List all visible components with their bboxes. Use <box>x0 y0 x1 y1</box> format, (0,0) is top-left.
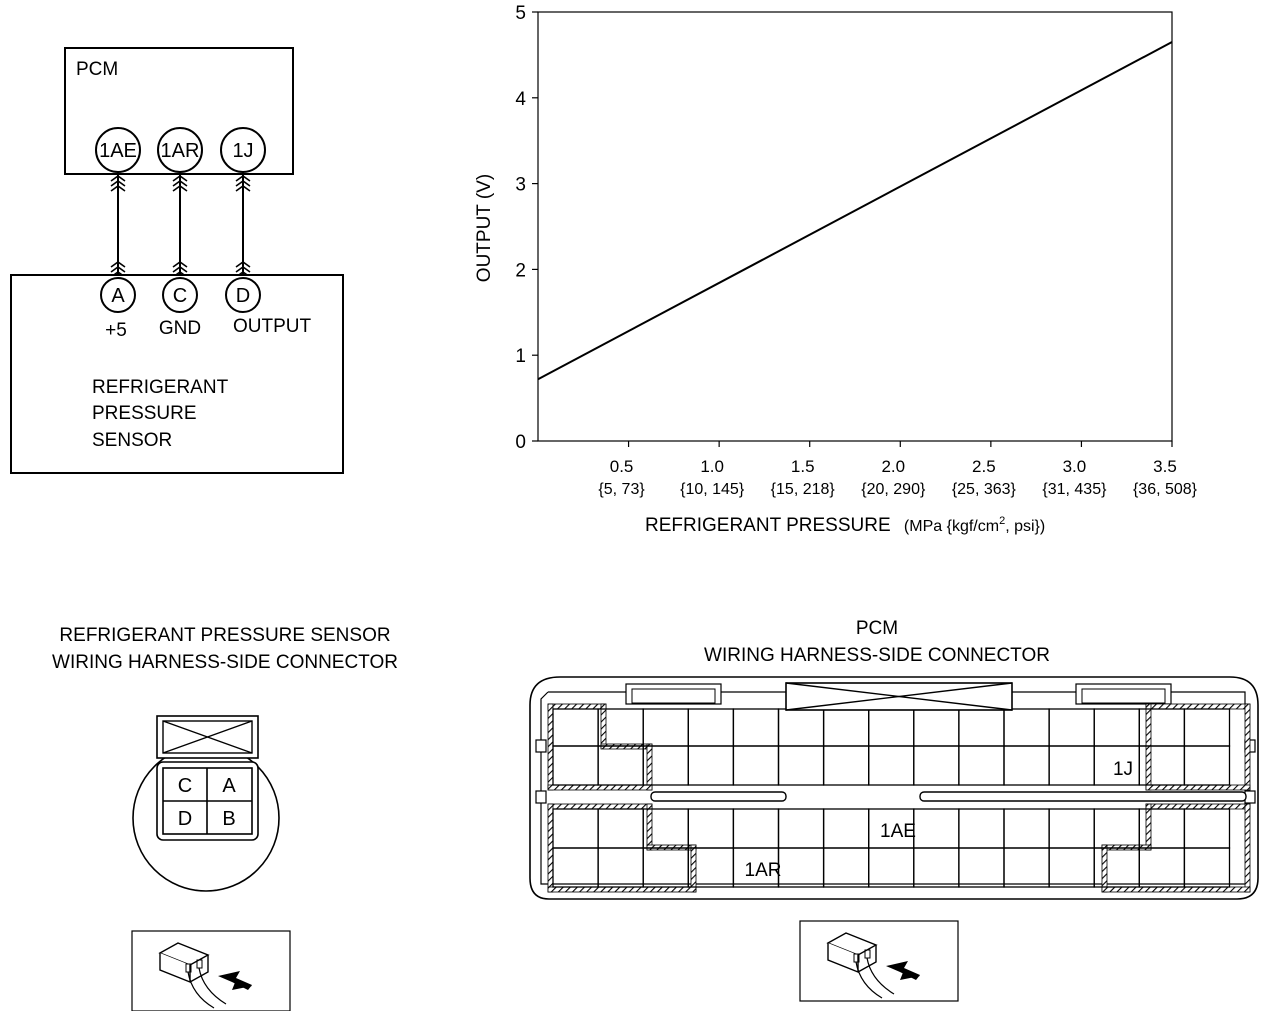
connector-view-direction-icon <box>131 930 291 1011</box>
x-tick-label: 3.5 <box>1153 457 1177 476</box>
pcm-pin-cell <box>1183 847 1231 888</box>
x-tick-sublabel: {20, 290} <box>861 481 926 498</box>
sensor-pin-c: C <box>178 775 192 797</box>
sensor-terminal-d: D <box>225 277 261 313</box>
pcm-connector-title-line2: WIRING HARNESS-SIDE CONNECTOR <box>704 645 1050 666</box>
sensor-pin-b: B <box>222 808 235 830</box>
pcm-terminal-1ae: 1AE <box>95 127 141 173</box>
x-tick-sublabel: {5, 73} <box>598 481 645 498</box>
x-tick-sublabel: {10, 145} <box>680 481 745 498</box>
x-tick-label: 1.5 <box>791 457 815 476</box>
x-tick-label: 2.0 <box>881 457 905 476</box>
sensor-terminal-d-label: D <box>236 285 250 307</box>
x-tick-label: 1.0 <box>700 457 724 476</box>
x-axis-label: REFRIGERANT PRESSURE (MPa {kgf/cm2, psi}… <box>645 515 1045 536</box>
pcm-hatched-frame <box>1145 803 1251 810</box>
x-axis-units-sup: 2 <box>999 515 1005 527</box>
pcm-hatched-frame <box>1101 886 1251 893</box>
pcm-hatched-frame <box>547 886 697 893</box>
connector-view-direction-icon <box>799 920 959 1002</box>
sensor-terminal-a-label: A <box>111 285 125 307</box>
pcm-pin-cell <box>1183 745 1231 786</box>
pcm-terminal-1ae-label: 1AE <box>99 140 137 162</box>
output-voltage-line <box>537 41 1173 381</box>
pcm-hatched-frame <box>690 844 697 893</box>
terminal-function-gnd: GND <box>159 318 201 339</box>
chart-ticks: 0 1 2 3 4 5 0.5 {5, 73} 1.0 {10, 145} 1.5 {15, 218}… <box>515 3 1197 498</box>
y-tick-label: 0 <box>515 432 526 453</box>
y-tick-label: 5 <box>515 3 526 24</box>
y-tick-label: 1 <box>515 346 526 367</box>
pcm-connector-outline <box>529 676 1259 900</box>
pcm-terminal-1j: 1J <box>220 127 266 173</box>
pcm-hatched-frame <box>1244 803 1251 893</box>
pcm-pin-label-1j: 1J <box>1113 759 1133 780</box>
sensor-connector-title-line2: WIRING HARNESS-SIDE CONNECTOR <box>52 652 398 673</box>
pcm-hatched-frame <box>600 703 607 749</box>
x-tick-sublabel: {15, 218} <box>771 481 836 498</box>
output-chart: 0 1 2 3 4 5 0.5 {5, 73} 1.0 {10, 145} 1.5 {15, 218}… <box>474 3 1198 536</box>
x-tick-sublabel: {36, 508} <box>1133 481 1198 498</box>
pcm-hatched-frame <box>547 703 554 791</box>
sensor-pin-a: A <box>222 775 236 797</box>
sensor-name-line1: REFRIGERANT <box>92 377 229 398</box>
pcm-pin-label-1ae: 1AE <box>880 821 916 842</box>
x-axis-units-end: , psi}) <box>1005 518 1045 535</box>
y-axis-label: OUTPUT (V) <box>474 174 495 282</box>
sensor-terminal-c: C <box>162 277 198 313</box>
sensor-terminal-a: A <box>100 277 136 313</box>
pcm-hatched-frame <box>1145 803 1152 851</box>
sensor-terminal-c-label: C <box>173 285 187 307</box>
chart-lines <box>537 41 1173 381</box>
sensor-name-line2: PRESSURE <box>92 403 197 424</box>
x-axis-label-main: REFRIGERANT PRESSURE <box>645 515 891 536</box>
wiring-schematic: PCM 1AE 1AR 1J <box>10 47 344 474</box>
pcm-label: PCM <box>76 59 118 80</box>
pcm-hatched-frame <box>646 803 653 851</box>
terminal-function-output: OUTPUT <box>233 316 312 337</box>
plot-frame <box>537 11 1173 442</box>
pcm-hatched-frame <box>547 803 653 810</box>
pcm-connector-title-line1: PCM <box>856 618 898 639</box>
pcm-hatched-frame <box>1145 703 1152 791</box>
x-tick-label: 2.5 <box>972 457 996 476</box>
pcm-hatched-frame <box>547 703 607 710</box>
pcm-pin-label-1ar: 1AR <box>745 860 782 881</box>
sensor-connector: REFRIGERANT PRESSURE SENSOR WIRING HARNE… <box>52 625 398 1011</box>
pcm-hatched-frame <box>1101 844 1108 893</box>
x-tick-label: 3.0 <box>1063 457 1087 476</box>
y-tick-label: 3 <box>515 175 526 196</box>
x-axis-units: (MPa {kgf/cm <box>904 518 999 535</box>
pcm-hatched-frame <box>547 784 653 791</box>
pcm-hatched-frame <box>1244 703 1251 791</box>
y-tick-label: 4 <box>515 89 526 110</box>
x-tick-label: 0.5 <box>610 457 634 476</box>
x-tick-sublabel: {25, 363} <box>952 481 1017 498</box>
pcm-connector: PCM WIRING HARNESS-SIDE CONNECTOR 1J 1AE… <box>529 618 1259 1002</box>
x-tick-sublabel: {31, 435} <box>1042 481 1107 498</box>
pcm-terminal-1ar-label: 1AR <box>161 140 200 162</box>
pcm-terminal-1j-label: 1J <box>232 140 253 162</box>
pcm-hatched-frame <box>547 803 554 893</box>
pcm-terminal-1ar: 1AR <box>157 127 203 173</box>
pcm-hatched-frame <box>1145 703 1251 710</box>
sensor-name-line3: SENSOR <box>92 430 172 451</box>
pcm-hatched-frame <box>1145 784 1251 791</box>
wire-harness <box>110 172 251 278</box>
sensor-connector-title-line1: REFRIGERANT PRESSURE SENSOR <box>59 625 390 646</box>
pcm-hatched-frame <box>646 743 653 791</box>
terminal-function-plus5: +5 <box>105 320 127 341</box>
sensor-pin-d: D <box>178 808 192 830</box>
y-tick-label: 2 <box>515 260 526 281</box>
